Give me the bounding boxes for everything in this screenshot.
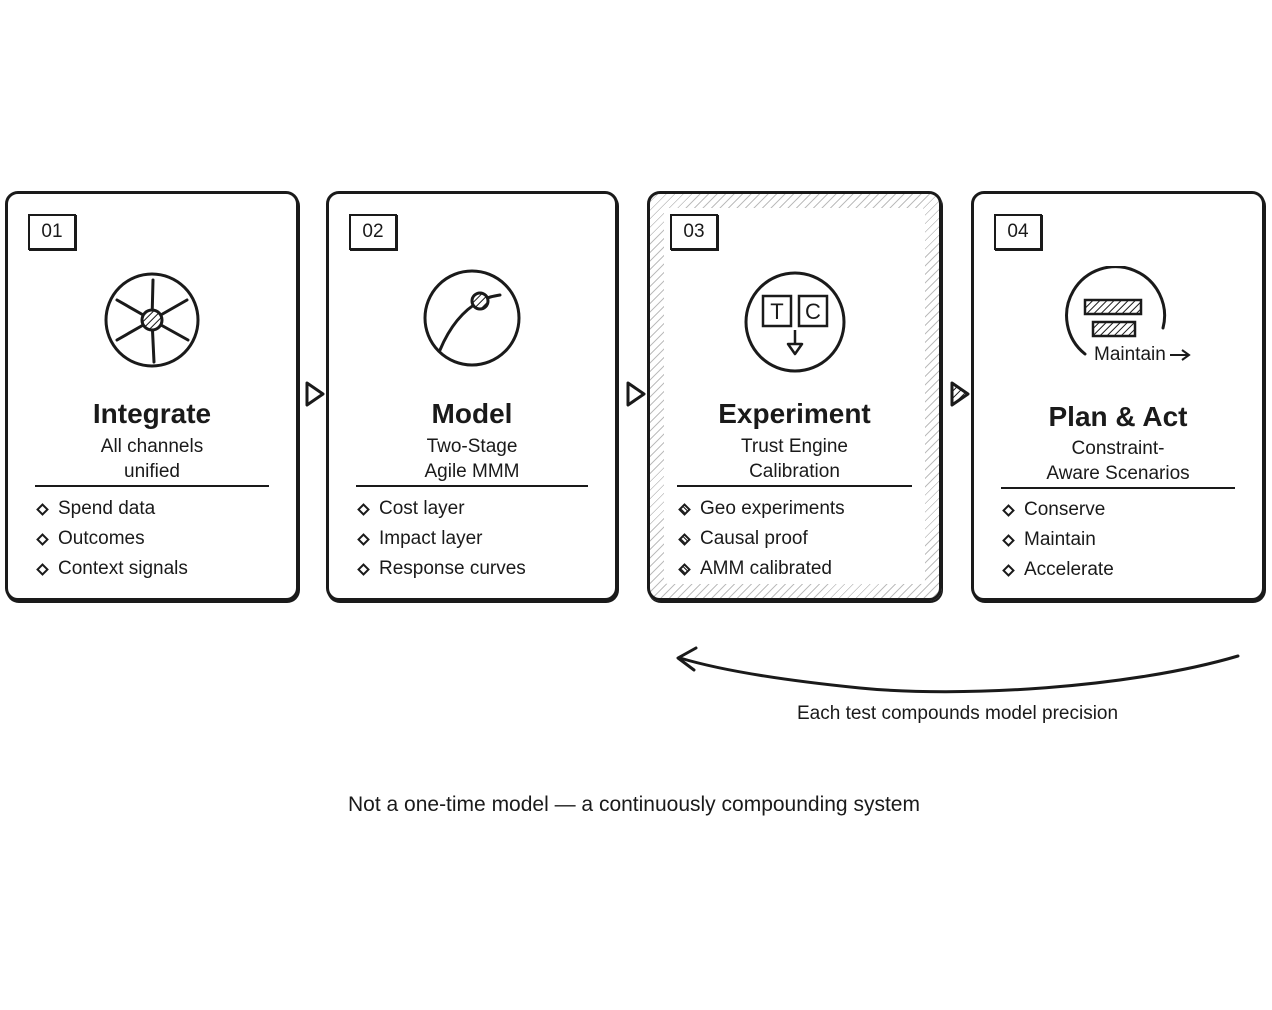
divider [1001, 487, 1235, 489]
step-item-list: Conserve Maintain Accelerate [1001, 495, 1114, 585]
list-item: Cost layer [356, 494, 526, 524]
list-item-label: Spend data [58, 498, 156, 519]
feedback-loop-label: Each test compounds model precision [797, 703, 1119, 724]
list-item: Spend data [35, 494, 188, 524]
step-title: Model [431, 398, 513, 429]
test-label: T [770, 299, 783, 324]
divider [35, 485, 269, 487]
diamond-bullet-icon [678, 562, 691, 576]
list-item-label: Cost layer [379, 498, 465, 519]
triangle-arrow-icon [305, 381, 325, 407]
list-item: Context signals [35, 554, 188, 584]
step-subtitle: Constraint- Aware Scenarios [974, 436, 1262, 486]
diamond-bullet-icon [1002, 563, 1015, 577]
step-card-body: 01 Integrate All channels unified Spend … [8, 194, 296, 598]
step-number: 02 [349, 214, 397, 250]
scenario-bars-icon [1065, 266, 1167, 356]
list-item: AMM calibrated [677, 554, 845, 584]
list-item-label: Causal proof [700, 528, 808, 549]
list-item: Accelerate [1001, 555, 1114, 585]
list-item: Maintain [1001, 525, 1114, 555]
list-item: Outcomes [35, 524, 188, 554]
list-item: Geo experiments [677, 494, 845, 524]
list-item-label: AMM calibrated [700, 558, 832, 579]
hub-spokes-icon [104, 272, 200, 368]
diamond-bullet-icon [1002, 503, 1015, 517]
step-subtitle: All channels unified [8, 434, 296, 484]
diamond-bullet-icon [357, 532, 370, 546]
step-item-list: Cost layer Impact layer Response curves [356, 494, 526, 584]
step-item-list: Spend data Outcomes Context signals [35, 494, 188, 584]
test-control-icon: T C [744, 271, 845, 373]
list-item-label: Context signals [58, 558, 188, 579]
footer-caption: Not a one-time model — a continuously co… [348, 793, 920, 816]
step-subtitle-line: Trust Engine [740, 436, 848, 457]
step-subtitle: Two-Stage Agile MMM [329, 434, 615, 484]
diamond-bullet-icon [36, 562, 49, 576]
diamond-bullet-icon [36, 532, 49, 546]
diamond-bullet-icon [36, 502, 49, 516]
step-card-body: 03 T C Experiment Trust Engine Calibrati… [664, 208, 925, 584]
divider [677, 485, 912, 487]
step-title: Integrate [92, 398, 212, 429]
step-card-integrate: 01 Integrate All channels unified Spend … [5, 191, 299, 601]
control-label: C [805, 299, 821, 324]
diamond-bullet-icon [357, 502, 370, 516]
step-subtitle-line: Constraint- [1071, 438, 1165, 459]
list-item: Impact layer [356, 524, 526, 554]
diamond-bullet-icon [357, 562, 370, 576]
diamond-bullet-icon [678, 502, 691, 516]
divider [356, 485, 588, 487]
step-card-plan-act: 04 Maintain Plan & Act Constraint- Aware… [971, 191, 1265, 601]
step-card-experiment: 03 T C Experiment Trust Engine Calibrati… [647, 191, 942, 601]
step-title: Plan & Act [1048, 401, 1188, 432]
maintain-indicator: Maintain [1092, 344, 1193, 366]
list-item-label: Accelerate [1024, 559, 1114, 580]
arrow-right-icon [1169, 349, 1191, 361]
step-card-body: 04 Maintain Plan & Act Constraint- Aware… [974, 194, 1262, 598]
step-subtitle-line: Aware Scenarios [1046, 463, 1190, 484]
step-subtitle: Trust Engine Calibration [664, 434, 925, 484]
list-item-label: Response curves [379, 558, 526, 579]
triangle-arrow-icon [950, 381, 970, 407]
step-subtitle-line: Two-Stage [426, 436, 518, 457]
step-subtitle-line: Agile MMM [424, 461, 520, 482]
step-card-model: 02 Model Two-Stage Agile MMM Cost layer … [326, 191, 618, 601]
step-item-list: Geo experiments Causal proof AMM calibra… [677, 494, 845, 584]
diamond-bullet-icon [1002, 533, 1015, 547]
step-subtitle-line: All channels [100, 436, 204, 457]
list-item-label: Geo experiments [700, 498, 845, 519]
list-item: Response curves [356, 554, 526, 584]
curved-arrow-left-icon [676, 646, 1240, 694]
step-number: 03 [670, 214, 718, 250]
list-item-label: Impact layer [379, 528, 483, 549]
step-number: 01 [28, 214, 76, 250]
step-card-body: 02 Model Two-Stage Agile MMM Cost layer … [329, 194, 615, 598]
list-item-label: Outcomes [58, 528, 145, 549]
step-number: 04 [994, 214, 1042, 250]
step-subtitle-line: Calibration [749, 461, 840, 482]
triangle-arrow-icon [626, 381, 646, 407]
list-item: Conserve [1001, 495, 1114, 525]
step-title: Experiment [718, 398, 871, 429]
list-item-label: Maintain [1024, 529, 1096, 550]
list-item-label: Conserve [1024, 499, 1106, 520]
response-curve-icon [423, 269, 521, 367]
diamond-bullet-icon [678, 532, 691, 546]
step-subtitle-line: unified [124, 461, 180, 482]
maintain-label: Maintain [1094, 344, 1166, 365]
list-item: Causal proof [677, 524, 845, 554]
